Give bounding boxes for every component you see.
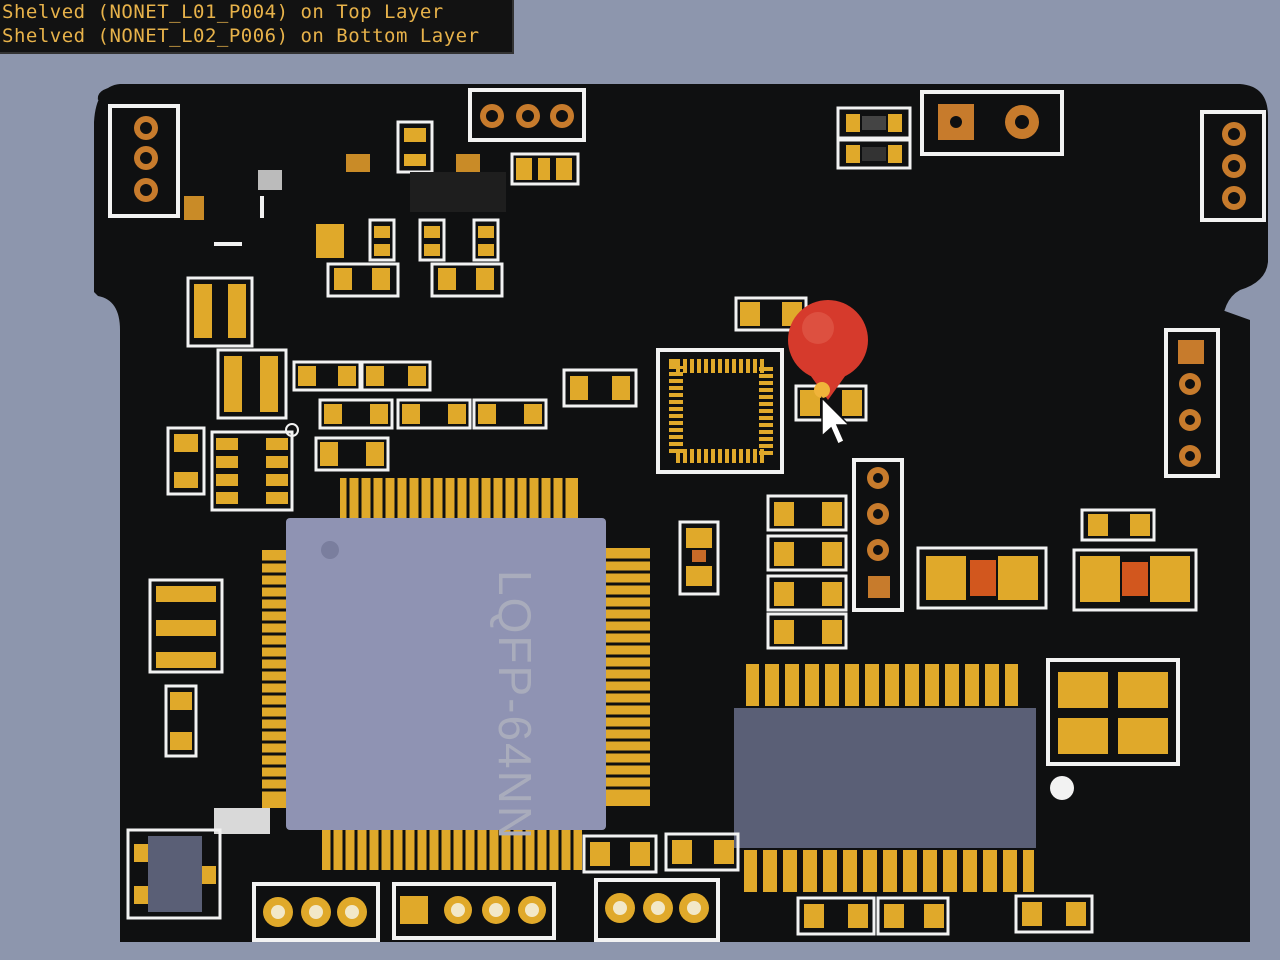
- capacitors-right[interactable]: [916, 508, 1198, 612]
- left-passives[interactable]: [166, 276, 299, 512]
- main-lqfp-chip[interactable]: [262, 478, 650, 870]
- status-line-top: Shelved (NONET_L01_P004) on Top Layer: [2, 1, 444, 23]
- bottom-resistors[interactable]: [582, 832, 1094, 936]
- header-4pin-bottom[interactable]: [392, 882, 556, 940]
- resistor-row-mid[interactable]: [292, 360, 638, 472]
- inductor-pad[interactable]: [1046, 658, 1180, 800]
- header-3pin-topleft[interactable]: [108, 104, 180, 218]
- arrow-pointer-icon: [821, 396, 851, 446]
- header-3pin-bottom-right[interactable]: [594, 878, 720, 942]
- resistor-pair-top[interactable]: [836, 106, 912, 170]
- connector-2pin-top[interactable]: [920, 90, 1064, 156]
- pcb-board[interactable]: [94, 84, 1268, 942]
- qfn-chip[interactable]: [656, 296, 868, 474]
- header-3pin-top[interactable]: [468, 88, 586, 142]
- location-marker-icon: [788, 300, 868, 400]
- header-3pin-bottom-left[interactable]: [252, 882, 380, 942]
- main-ic-label: LQFP-64NN: [489, 570, 541, 842]
- status-line-bottom: Shelved (NONET_L02_P006) on Bottom Layer: [2, 25, 480, 47]
- header-3pin-topright[interactable]: [1200, 110, 1266, 222]
- left-lower-parts[interactable]: [126, 578, 270, 920]
- soic-chip[interactable]: [734, 664, 1036, 892]
- regulator-area[interactable]: [184, 120, 580, 298]
- status-panel: Shelved (NONET_L01_P004) on Top Layer Sh…: [0, 0, 514, 54]
- header-4pin-right[interactable]: [1164, 328, 1220, 478]
- resistor-column[interactable]: [678, 458, 904, 650]
